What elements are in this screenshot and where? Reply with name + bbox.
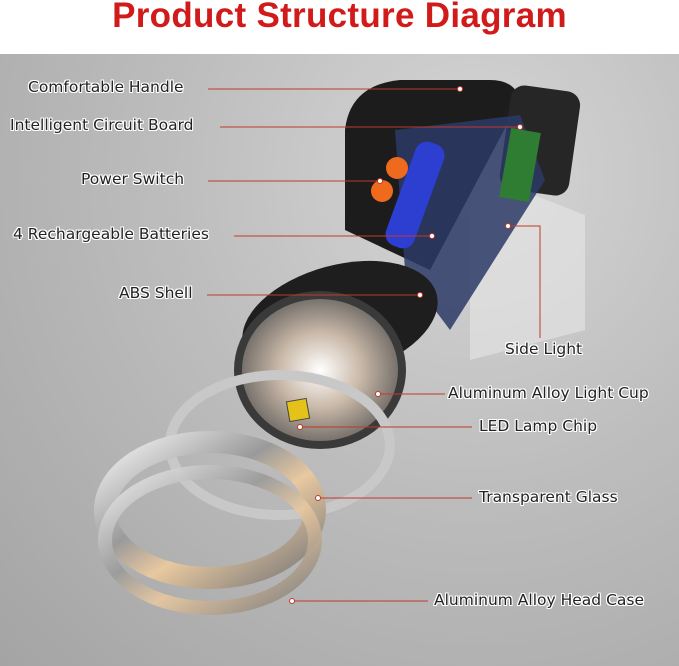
head-case [94,431,326,589]
circuit-board [499,127,541,203]
label-batteries: 4 Rechargeable Batteries [13,225,209,243]
label-head-case: Aluminum Alloy Head Case [434,591,644,609]
label-comfortable-handle: Comfortable Handle [28,78,184,96]
battery [385,141,445,249]
label-led-chip: LED Lamp Chip [479,417,598,435]
label-abs-shell: ABS Shell [119,284,193,302]
leader-dots [289,86,523,604]
power-switch-button [386,157,408,179]
label-power-switch: Power Switch [81,170,185,188]
power-switch-button [371,180,393,202]
light-cup [234,291,406,449]
leader-lines [207,88,541,602]
label-transparent-glass: Transparent Glass [479,488,618,506]
label-light-cup: Aluminum Alloy Light Cup [448,384,649,402]
label-side-light: Side Light [505,340,583,358]
page-title: Product Structure Diagram [112,0,567,35]
label-circuit-board: Intelligent Circuit Board [10,116,194,134]
led-chip [285,397,311,423]
